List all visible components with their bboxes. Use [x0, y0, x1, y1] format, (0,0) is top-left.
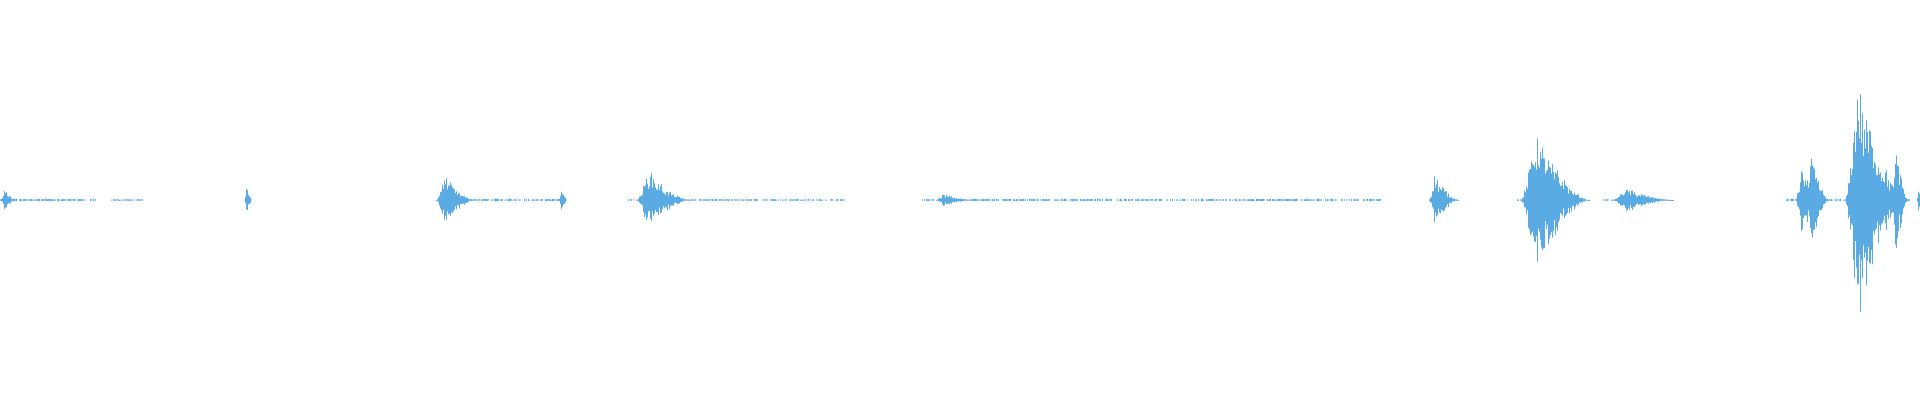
waveform-samples: [0, 94, 1920, 312]
waveform-path: [0, 94, 1920, 312]
